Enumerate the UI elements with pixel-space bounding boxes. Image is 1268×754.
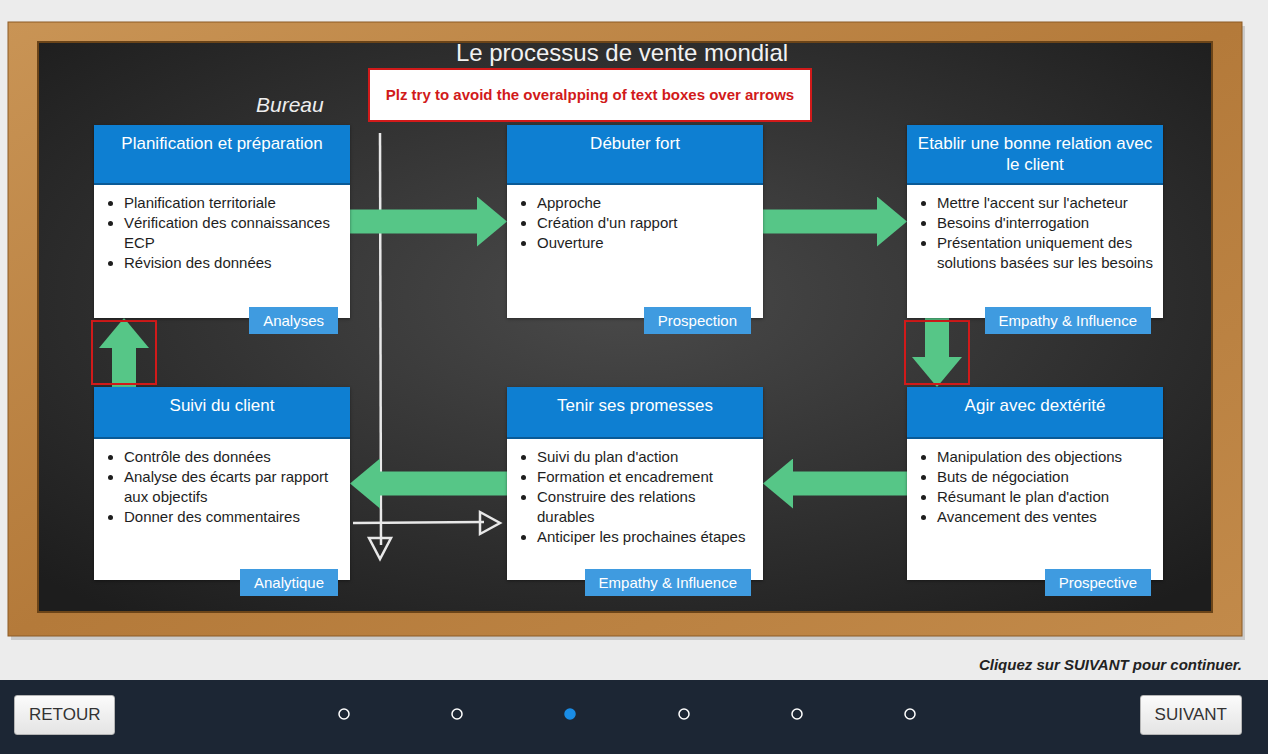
tag-text: Prospection — [658, 312, 737, 329]
process-step: Buts de négociation — [937, 467, 1155, 487]
tag-text: Empathy & Influence — [599, 574, 737, 591]
frame-shadow — [11, 26, 1245, 640]
chalk-arrowhead — [480, 512, 500, 534]
process-step: Création d'un rapport — [537, 213, 755, 233]
process-step: Manipulation des objections — [937, 447, 1155, 467]
note-text: Plz try to avoid the overalpping of text… — [386, 86, 794, 103]
stage-tag: Empathy & Influence — [585, 569, 751, 596]
process-card: Suivi du clientContrôle des donnéesAnaly… — [94, 387, 350, 580]
process-step: Avancement des ventes — [937, 507, 1155, 527]
page-dot — [339, 709, 349, 719]
stage-tag: Empathy & Influence — [985, 307, 1151, 334]
process-step: Planification territoriale — [124, 193, 342, 213]
page-dot — [679, 709, 689, 719]
tag-text: Prospective — [1059, 574, 1137, 591]
process-step: Construire des relations durables — [537, 487, 755, 527]
process-step: Ouverture — [537, 233, 755, 253]
instruction-hint: Cliquez sur SUIVANT pour continuer. — [979, 655, 1242, 674]
page-dot — [452, 709, 462, 719]
process-heading: Suivi du client — [94, 387, 350, 439]
process-heading: Agir avec dextérité — [907, 387, 1163, 439]
process-step: Mettre l'accent sur l'acheteur — [937, 193, 1155, 213]
process-steps: Mettre l'accent sur l'acheteurBesoins d'… — [907, 185, 1163, 291]
process-step: Analyse des écarts par rapport aux objec… — [124, 467, 342, 507]
process-card: Etablir une bonne relation avec le clien… — [907, 125, 1163, 318]
process-heading: Planification et préparation — [94, 125, 350, 185]
process-steps: ApprocheCréation d'un rapportOuverture — [507, 185, 763, 271]
tag-text: Analytique — [254, 574, 324, 591]
process-step: Résumant le plan d'action — [937, 487, 1155, 507]
chalkboard — [38, 42, 1212, 612]
process-step: Donner des commentaires — [124, 507, 342, 527]
page-dot — [792, 709, 802, 719]
review-note: Plz try to avoid the overalpping of text… — [368, 68, 812, 122]
process-heading: Débuter fort — [507, 125, 763, 185]
process-step: Approche — [537, 193, 755, 213]
diagram-title: Le processus de vente mondial — [272, 40, 972, 66]
process-card: Débuter fortApprocheCréation d'un rappor… — [507, 125, 763, 318]
button-text: SUIVANT — [1155, 705, 1227, 724]
chalk-axis — [353, 522, 484, 523]
process-step: Vérification des connaissances ECP — [124, 213, 342, 253]
nav-button: SUIVANT — [1140, 695, 1242, 735]
process-card: Tenir ses promessesSuivi du plan d'actio… — [507, 387, 763, 580]
flow-arrow — [793, 472, 907, 496]
process-step: Suivi du plan d'action — [537, 447, 755, 467]
process-heading: Tenir ses promesses — [507, 387, 763, 439]
process-steps: Contrôle des donnéesAnalyse des écarts p… — [94, 439, 350, 545]
process-step: Besoins d'interrogation — [937, 213, 1155, 233]
stage-tag: Analyses — [249, 307, 338, 334]
review-highlight — [92, 321, 156, 384]
review-highlight — [905, 321, 969, 384]
stage-tag: Prospective — [1045, 569, 1151, 596]
process-card: Planification et préparationPlanificatio… — [94, 125, 350, 318]
button-text: RETOUR — [29, 705, 100, 724]
flow-arrow — [350, 210, 477, 234]
nav-bar — [0, 680, 1268, 754]
process-steps: Suivi du plan d'actionFormation et encad… — [507, 439, 763, 565]
page-dot-active — [565, 709, 575, 719]
process-heading: Etablir une bonne relation avec le clien… — [907, 125, 1163, 185]
process-step: Contrôle des données — [124, 447, 342, 467]
process-card: Agir avec dextéritéManipulation des obje… — [907, 387, 1163, 580]
flow-arrow — [112, 348, 136, 387]
process-steps: Planification territorialeVérification d… — [94, 185, 350, 291]
process-step: Révision des données — [124, 253, 342, 273]
wood-frame — [8, 22, 1242, 636]
process-step: Présentation uniquement des solutions ba… — [937, 233, 1155, 273]
nav-button: RETOUR — [14, 695, 115, 735]
flow-arrow — [380, 472, 507, 496]
flow-arrow — [763, 210, 877, 234]
tag-text: Empathy & Influence — [999, 312, 1137, 329]
stage-tag: Analytique — [240, 569, 338, 596]
office-subtitle: Bureau — [256, 93, 324, 117]
tag-text: Analyses — [263, 312, 324, 329]
process-step: Anticiper les prochaines étapes — [537, 527, 755, 547]
chalk-arrowhead — [369, 538, 391, 559]
flow-arrow — [925, 318, 949, 357]
page-dot — [905, 709, 915, 719]
stage-tag: Prospection — [644, 307, 751, 334]
process-step: Formation et encadrement — [537, 467, 755, 487]
process-steps: Manipulation des objectionsButs de négoc… — [907, 439, 1163, 545]
